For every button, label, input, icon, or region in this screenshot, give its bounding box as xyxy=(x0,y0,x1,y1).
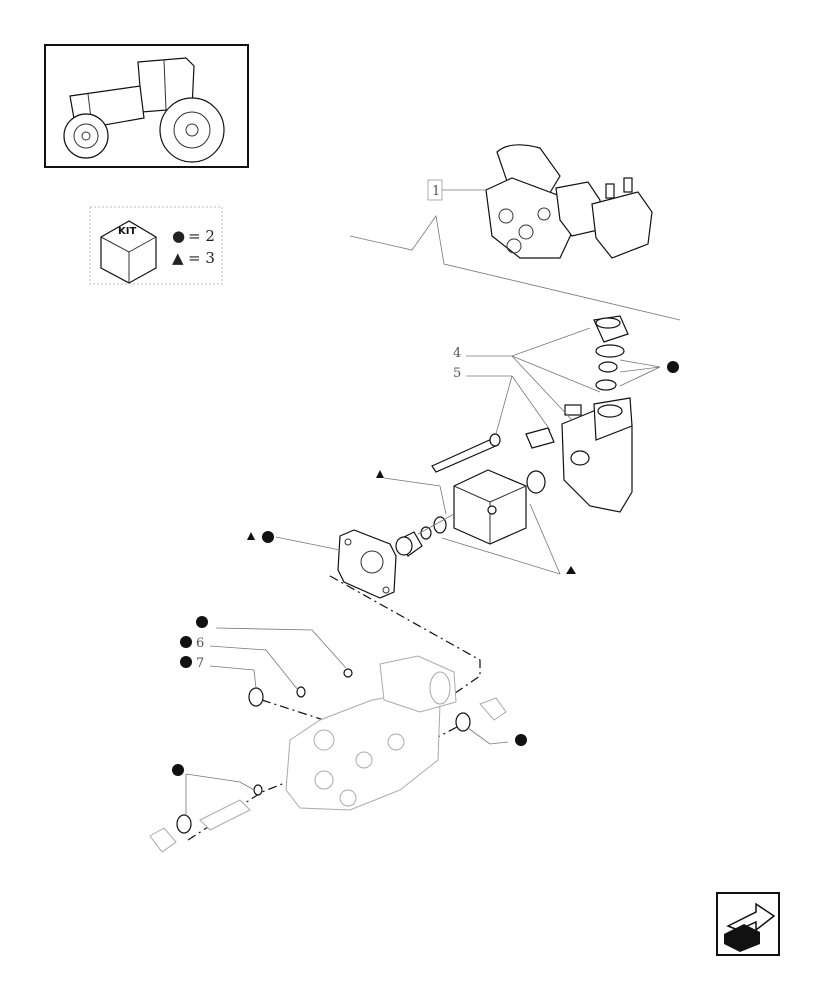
kit-circle-qty: = 2 xyxy=(188,227,215,245)
kit-circle-marker xyxy=(180,636,192,648)
kit-circle-marker xyxy=(180,656,192,668)
tractor-thumbnail-icon[interactable] xyxy=(44,44,249,168)
kit-circle-marker xyxy=(667,361,679,373)
kit-triangle-symbol: ▲ xyxy=(172,249,184,267)
callout-ref-1: 1 xyxy=(432,184,440,199)
assembly-path xyxy=(329,575,481,699)
gasket-plate xyxy=(337,529,397,599)
o-ring-small xyxy=(343,668,353,678)
o-ring xyxy=(248,687,264,707)
callout-ref-7: 7 xyxy=(196,656,204,671)
kit-circle-marker xyxy=(515,734,527,746)
kit-triangle-marker xyxy=(376,470,384,478)
callout-ref-6: 6 xyxy=(196,636,204,651)
o-ring-small xyxy=(253,784,263,796)
solenoid-block xyxy=(453,469,527,545)
o-ring xyxy=(176,814,192,834)
callout-ref-4: 4 xyxy=(453,346,461,361)
next-page-arrow-icon[interactable] xyxy=(716,892,780,956)
long-bolt xyxy=(431,437,499,473)
valve-assembly-overview xyxy=(485,144,653,259)
kit-label: KIT xyxy=(118,226,136,237)
kit-circle-marker xyxy=(196,616,208,628)
kit-circle-marker xyxy=(262,531,274,543)
o-ring xyxy=(526,470,546,494)
kit-triangle-marker xyxy=(566,566,576,574)
valve-body-base xyxy=(149,655,507,853)
o-ring xyxy=(455,712,471,732)
pressure-valve-block xyxy=(525,315,633,513)
kit-circle-symbol: ● xyxy=(172,227,185,245)
kit-legend: KIT ● = 2 ▲ = 3 xyxy=(89,206,223,285)
callout-ref-5: 5 xyxy=(453,366,461,381)
kit-triangle-marker xyxy=(247,532,255,540)
o-ring-small xyxy=(296,686,306,698)
kit-circle-marker xyxy=(172,764,184,776)
kit-triangle-qty: = 3 xyxy=(188,249,215,267)
